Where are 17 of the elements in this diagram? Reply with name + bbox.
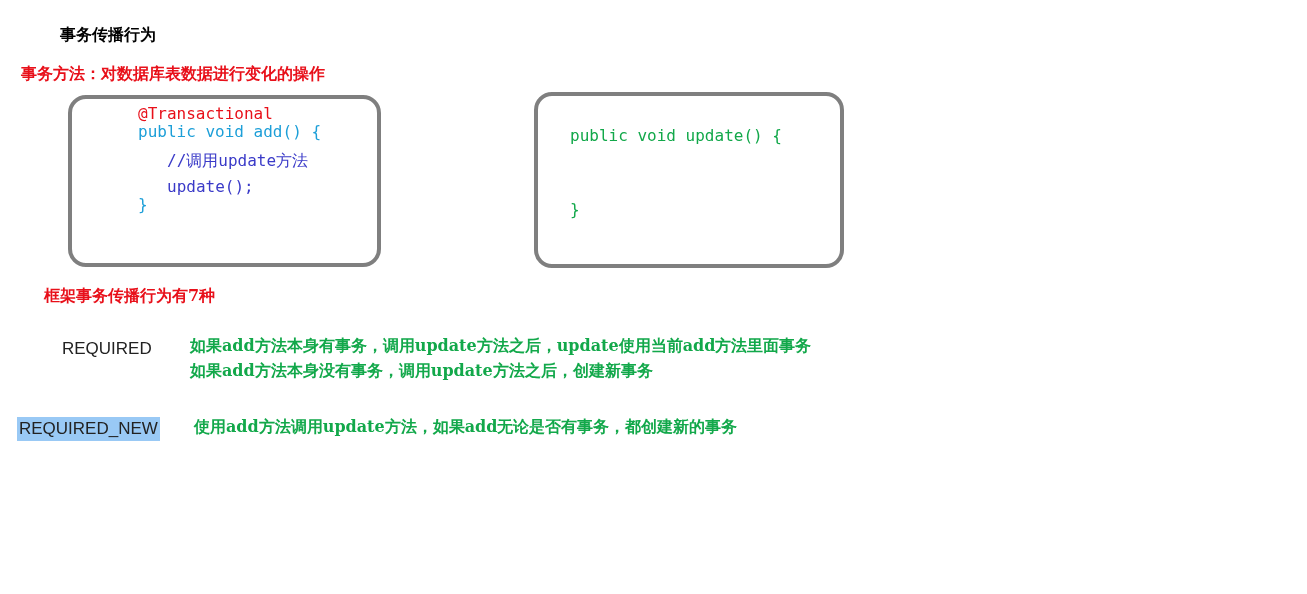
description-text: 如果add方法本身没有事务，调用update方法之后，创建新事务	[190, 361, 653, 382]
code-line: public void update() {	[570, 126, 782, 145]
heading-note: 事务方法：对数据库表数据进行变化的操作	[21, 64, 325, 85]
code-line: }	[570, 200, 580, 219]
heading-note: 框架事务传播行为有7种	[44, 286, 216, 307]
code-line: }	[138, 195, 148, 214]
term-label: REQUIRED	[62, 339, 152, 359]
code-box	[68, 95, 381, 267]
description-text: 如果add方法本身有事务，调用update方法之后，update使用当前add方法里面事务	[190, 336, 812, 357]
code-line: public void add() {	[138, 122, 322, 141]
code-line: //调用update方法	[167, 151, 309, 172]
code-box	[534, 92, 844, 268]
term-label: REQUIRED_NEW	[17, 417, 160, 441]
code-line: update();	[167, 177, 254, 196]
code-line: @Transactional	[138, 104, 273, 123]
title: 事务传播行为	[60, 25, 156, 46]
description-text: 使用add方法调用update方法，如果add无论是否有事务，都创建新的事务	[194, 417, 738, 438]
